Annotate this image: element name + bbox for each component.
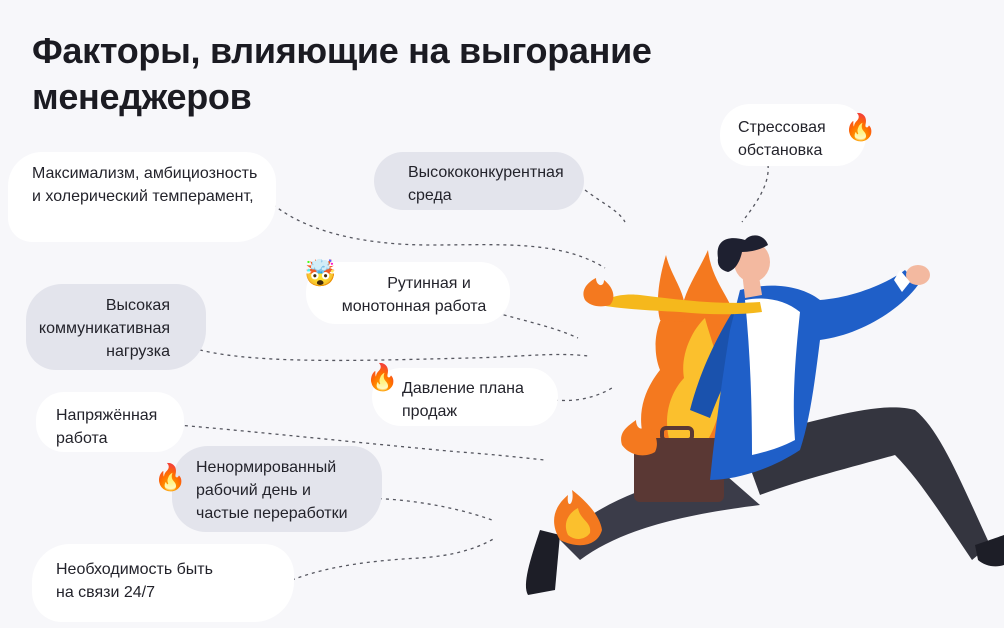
factor-communication-line-3: нагрузка xyxy=(106,343,170,360)
flame-briefcase xyxy=(621,420,657,456)
fire-emoji-icon: 🔥 xyxy=(844,112,877,142)
front-shoe xyxy=(975,535,1004,567)
tie xyxy=(600,294,762,315)
factor-overtime-line-1: Ненормированный xyxy=(196,459,337,476)
factor-availability: Необходимость быть на связи 24/7 xyxy=(32,544,294,622)
factor-routine-line-1: Рутинная и xyxy=(387,275,471,292)
front-leg xyxy=(740,407,990,560)
factor-communication-line-1: Высокая xyxy=(105,297,170,314)
factor-maximalism: Максимализм, амбициозность и холерически… xyxy=(8,152,276,242)
factor-stress-line-1: Стрессовая xyxy=(738,119,826,136)
connector-availability xyxy=(291,537,496,581)
cuff xyxy=(894,270,910,292)
factor-sales-line-1: Давление плана xyxy=(402,380,524,397)
connector-tension xyxy=(177,424,546,461)
factor-sales-line-2: продаж xyxy=(402,403,458,420)
factor-competition: Высококонкурентная среда xyxy=(374,152,584,210)
factor-overtime: Ненормированный рабочий день и частые пе… xyxy=(172,446,382,532)
connector-competition xyxy=(584,189,626,223)
briefcase-handle xyxy=(660,426,694,442)
connector-stress xyxy=(741,164,769,223)
head xyxy=(734,242,770,282)
factor-sales: Давление плана продаж xyxy=(372,368,558,426)
title-line-1: Факторы, влияющие на выгорание xyxy=(32,30,652,71)
factor-stress: Стрессовая обстановка xyxy=(720,104,866,166)
factor-competition-line-1: Высококонкурентная xyxy=(408,164,564,181)
hand xyxy=(906,265,930,285)
exploding-head-emoji-icon: 🤯 xyxy=(304,258,337,288)
factor-maximalism-line-1: Максимализм, амбициозность xyxy=(32,165,258,182)
shirt xyxy=(745,298,800,455)
factor-tension-line-1: Напряжённая xyxy=(56,407,158,424)
factor-communication-line-2: коммуникативная xyxy=(38,320,170,337)
factor-overtime-line-3: частые переработки xyxy=(196,505,348,522)
factor-overtime-line-2: рабочий день и xyxy=(196,482,311,499)
factor-availability-line-2: на связи 24/7 xyxy=(56,584,156,601)
hair xyxy=(717,235,768,272)
connector-communication xyxy=(199,349,589,362)
factor-routine: Рутинная и монотонная работа xyxy=(306,262,510,324)
factor-stress-line-2: обстановка xyxy=(738,142,823,159)
title-line-2: менеджеров xyxy=(32,76,252,117)
fire-emoji-icon: 🔥 xyxy=(154,462,187,492)
back-shoe xyxy=(525,530,560,595)
page-title: Факторы, влияющие на выгорание менеджеро… xyxy=(32,28,732,120)
flame-tie xyxy=(583,278,614,307)
factor-tension-line-2: работа xyxy=(56,430,108,447)
connector-maximalism xyxy=(267,199,606,269)
factor-routine-line-2: монотонная работа xyxy=(341,298,487,315)
factor-communication: Высокая коммуникативная нагрузка xyxy=(26,284,206,370)
fire-emoji-icon: 🔥 xyxy=(366,362,399,392)
factor-competition-line-2: среда xyxy=(408,187,452,204)
factor-tension: Напряжённая работа xyxy=(36,392,184,452)
factor-maximalism-line-2: и холерический темперамент, xyxy=(32,188,254,205)
connector-sales xyxy=(554,387,613,402)
flame-shoe-inner xyxy=(565,508,591,539)
briefcase xyxy=(634,438,724,502)
factor-availability-line-1: Необходимость быть xyxy=(56,561,213,578)
